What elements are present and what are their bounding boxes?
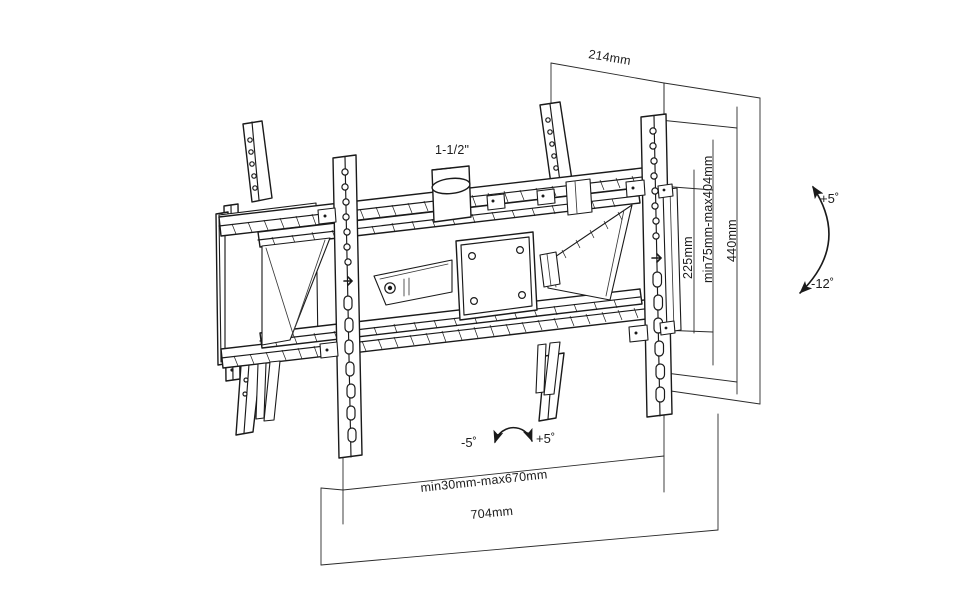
rail-clamps: [486, 178, 593, 216]
center-slotted-post: [317, 154, 363, 459]
tilt-angle-indicator: +5˚ -12˚: [799, 185, 839, 294]
center-pivot-arm: [373, 259, 453, 306]
vesa-height-label: 225mm: [681, 236, 695, 279]
tv-arm-upper-left: [242, 120, 273, 203]
dimension-labels: 1-1/2" 214mm 225mm min75mm-max404mm 440m…: [420, 47, 739, 522]
pivot-link-right: [539, 251, 561, 288]
vesa-hole-bottom-left: [470, 297, 479, 306]
vesa-height-range-label: min75mm-max404mm: [701, 155, 715, 283]
swivel-arc-arrow: [493, 426, 533, 444]
bottom-tabs: [255, 341, 561, 422]
vesa-mounting-plate: [455, 231, 538, 321]
swivel-angle-indicator: -5˚ +5˚: [461, 426, 555, 450]
vertical-slider-bar: [657, 183, 682, 336]
pipe-size-label: 1-1/2": [435, 143, 469, 157]
plate-height-label: 440mm: [725, 219, 739, 262]
vesa-hole-bottom-right: [517, 291, 526, 300]
tilt-arc-arrow: [799, 185, 830, 294]
tilt-down-label: -12˚: [811, 276, 834, 291]
vesa-hole-top-right: [515, 246, 524, 255]
tilt-up-label: +5˚: [820, 191, 839, 206]
left-support-gusset: [261, 237, 331, 346]
vesa-hole-top-left: [468, 252, 477, 261]
right-support-gusset: [545, 204, 633, 301]
swivel-right-label: +5˚: [536, 431, 555, 446]
swivel-left-label: -5˚: [461, 435, 477, 450]
overall-width-label: 704mm: [470, 504, 514, 522]
depth-top-label: 214mm: [588, 47, 632, 68]
wall-mount-assembly: [215, 101, 682, 459]
pipe-cylinder: [431, 165, 472, 223]
